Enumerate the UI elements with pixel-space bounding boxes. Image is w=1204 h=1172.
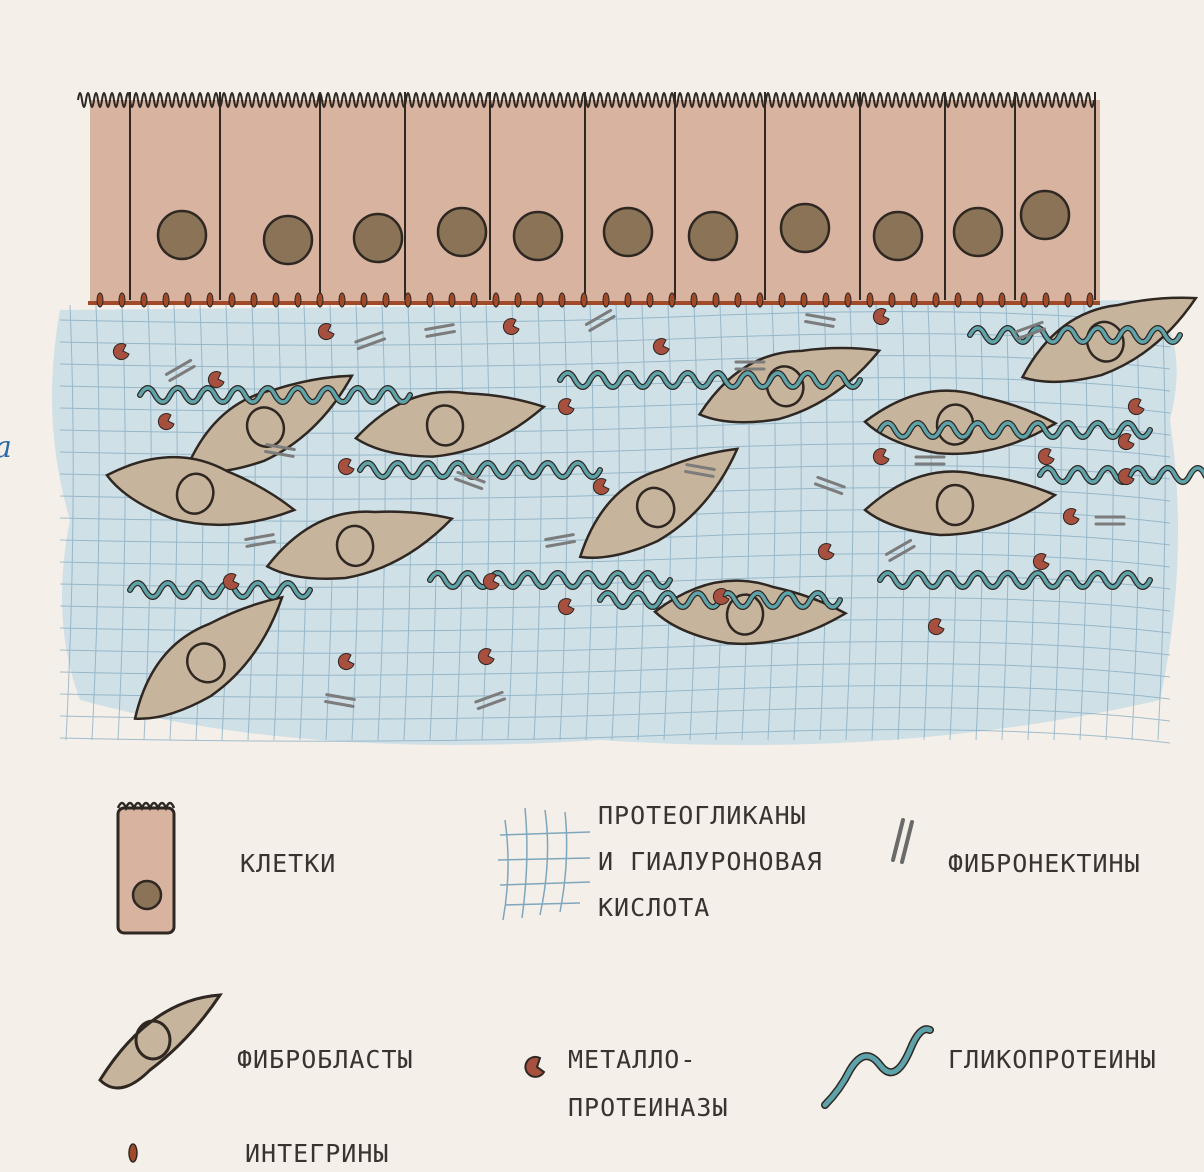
nucleus [954, 208, 1002, 256]
integrin [383, 293, 389, 307]
integrin [97, 293, 103, 307]
nucleus [264, 216, 312, 264]
integrin [955, 293, 961, 307]
integrin [735, 293, 741, 307]
integrin [317, 293, 323, 307]
nucleus [874, 212, 922, 260]
label-mmp-2: ПРОТЕИНАЗЫ [568, 1092, 729, 1125]
integrin [405, 293, 411, 307]
label-proteoglycans-3: КИСЛОТА [598, 892, 710, 925]
label-fibroblasts: ФИБРОБЛАСТЫ [237, 1044, 414, 1077]
nucleus [689, 212, 737, 260]
label-glycoproteins: ГЛИКОПРОТЕИНЫ [948, 1044, 1157, 1077]
integrin [1043, 293, 1049, 307]
integrin [163, 293, 169, 307]
integrin [581, 293, 587, 307]
integrin [625, 293, 631, 307]
integrin [295, 293, 301, 307]
integrin [669, 293, 675, 307]
integrin [691, 293, 697, 307]
integrin [779, 293, 785, 307]
integrin [823, 293, 829, 307]
integrin [867, 293, 873, 307]
integrin [471, 293, 477, 307]
integrin [845, 293, 851, 307]
nucleus [158, 211, 206, 259]
label-proteoglycans-2: И ГИАЛУРОНОВАЯ [598, 846, 823, 879]
integrin [559, 293, 565, 307]
label-fibronectins: ФИБРОНЕКТИНЫ [948, 848, 1141, 881]
legend-fibronectin-icon [893, 820, 912, 862]
nucleus [781, 204, 829, 252]
legend-integrin-icon [129, 1144, 137, 1162]
integrin [361, 293, 367, 307]
integrin [1021, 293, 1027, 307]
integrin [603, 293, 609, 307]
integrin [119, 293, 125, 307]
edge-letter: a [0, 430, 12, 465]
label-proteoglycans-1: ПРОТЕОГЛИКАНЫ [598, 800, 807, 833]
integrin [977, 293, 983, 307]
label-cells: КЛЕТКИ [240, 848, 336, 881]
integrin [713, 293, 719, 307]
integrin [273, 293, 279, 307]
integrin [251, 293, 257, 307]
epithelial-layer [78, 92, 1100, 307]
nucleus [1021, 191, 1069, 239]
nucleus [604, 208, 652, 256]
integrin [427, 293, 433, 307]
integrin [229, 293, 235, 307]
legend-fibroblast-icon [100, 995, 220, 1088]
integrin [647, 293, 653, 307]
integrin [185, 293, 191, 307]
integrin [1065, 293, 1071, 307]
integrin [515, 293, 521, 307]
integrin [757, 293, 763, 307]
label-integrins: ИНТЕГРИНЫ [245, 1138, 389, 1171]
integrin [1087, 293, 1093, 307]
legend-mmp-icon [525, 1057, 544, 1077]
integrin [933, 293, 939, 307]
nucleus [438, 208, 486, 256]
integrin [537, 293, 543, 307]
nucleus [514, 212, 562, 260]
label-mmp-1: МЕТАЛЛО- [568, 1044, 696, 1077]
integrin [493, 293, 499, 307]
integrin [449, 293, 455, 307]
integrin [911, 293, 917, 307]
integrin [339, 293, 345, 307]
nucleus [354, 214, 402, 262]
legend-glycoprotein-icon [825, 1029, 930, 1105]
integrin [141, 293, 147, 307]
legend-cell-icon [118, 803, 174, 933]
integrin [999, 293, 1005, 307]
integrin [889, 293, 895, 307]
integrin [207, 293, 213, 307]
integrin [801, 293, 807, 307]
legend-proteoglycan-icon [498, 808, 590, 920]
